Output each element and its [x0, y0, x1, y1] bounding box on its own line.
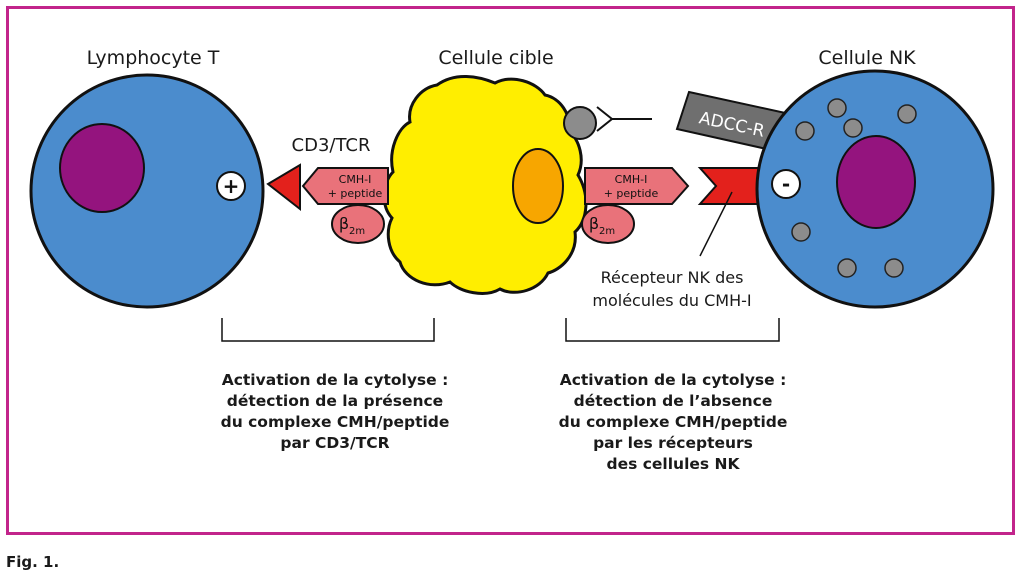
- caption-right-line: Activation de la cytolyse :: [559, 371, 787, 389]
- granule-icon: [791, 222, 811, 242]
- plus-sign-text: +: [223, 174, 240, 198]
- caption-left-line: du complexe CMH/peptide: [220, 413, 450, 431]
- caption-left: Activation de la cytolyse : détection de…: [196, 370, 474, 454]
- mhc-left-line2: + peptide: [328, 187, 383, 200]
- mhc-right-line1: CMH-I: [615, 173, 648, 186]
- granule-icon: [795, 121, 815, 141]
- b2m-right-sub: 2m: [599, 226, 615, 237]
- caption-right-line: par les récepteurs: [593, 434, 753, 452]
- nk-cell-title: Cellule NK: [818, 47, 916, 69]
- nk-receptor: [697, 167, 766, 205]
- adcc-complex: ADCC-R: [563, 90, 792, 154]
- nk-cell: -: [755, 69, 995, 309]
- caption-left-line: par CD3/TCR: [280, 434, 390, 452]
- antibody-icon: [596, 106, 652, 132]
- mhc-peptide-right: CMH-I + peptide β2m: [581, 167, 690, 244]
- t-lymphocyte: +: [29, 73, 265, 309]
- b2m-right: [581, 204, 635, 244]
- cd3-tcr-label: CD3/TCR: [292, 135, 371, 156]
- plus-sign-icon: [216, 171, 246, 201]
- target-cell-nucleus: [512, 148, 564, 224]
- caption-right-line: des cellules NK: [606, 455, 740, 473]
- nk-cell-nucleus: [836, 135, 916, 229]
- b2m-left-label: β2m: [339, 214, 365, 237]
- granule-icon: [837, 258, 857, 278]
- caption-left-line: détection de la présence: [226, 392, 444, 410]
- granule-icon: [827, 98, 847, 118]
- caption-right-line: du complexe CMH/peptide: [558, 413, 788, 431]
- bracket-left: [221, 318, 435, 342]
- b2m-left-sub: 2m: [349, 226, 365, 237]
- b2m-left: [331, 204, 385, 244]
- nk-receptor-label-line2: molécules du CMH-I: [592, 291, 751, 310]
- cd3-tcr-receptor: [266, 163, 301, 212]
- t-cell-title: Lymphocyte T: [87, 47, 220, 69]
- granule-icon: [897, 104, 917, 124]
- t-cell-nucleus: [59, 123, 145, 213]
- antigen-icon: [563, 106, 597, 140]
- nk-receptor-label-line1: Récepteur NK des: [601, 268, 744, 287]
- caption-right-line: détection de l’absence: [573, 392, 773, 410]
- mhc-arrow-left: [301, 167, 389, 205]
- b2m-right-base: β: [589, 214, 599, 233]
- target-cell: [382, 75, 588, 295]
- caption-right: Activation de la cytolyse : détection de…: [526, 370, 820, 475]
- bracket-right: [565, 318, 780, 342]
- nk-granules: [791, 98, 917, 278]
- minus-sign-icon: [771, 169, 801, 199]
- mhc-arrow-right: [584, 167, 690, 205]
- figure-label: Fig. 1.: [6, 553, 60, 571]
- granule-icon: [843, 118, 863, 138]
- mhc-left-line1: CMH-I: [339, 173, 372, 186]
- caption-left-line: Activation de la cytolyse :: [221, 371, 449, 389]
- b2m-right-label: β2m: [589, 214, 615, 237]
- target-cell-body: [382, 75, 588, 295]
- mhc-right-line2: + peptide: [604, 187, 659, 200]
- minus-sign-text: -: [782, 172, 790, 196]
- mhc-peptide-left: CMH-I + peptide β2m: [301, 167, 389, 244]
- b2m-left-base: β: [339, 214, 349, 233]
- nk-receptor-pointer: [699, 191, 733, 257]
- target-cell-title: Cellule cible: [438, 47, 553, 69]
- granule-icon: [884, 258, 904, 278]
